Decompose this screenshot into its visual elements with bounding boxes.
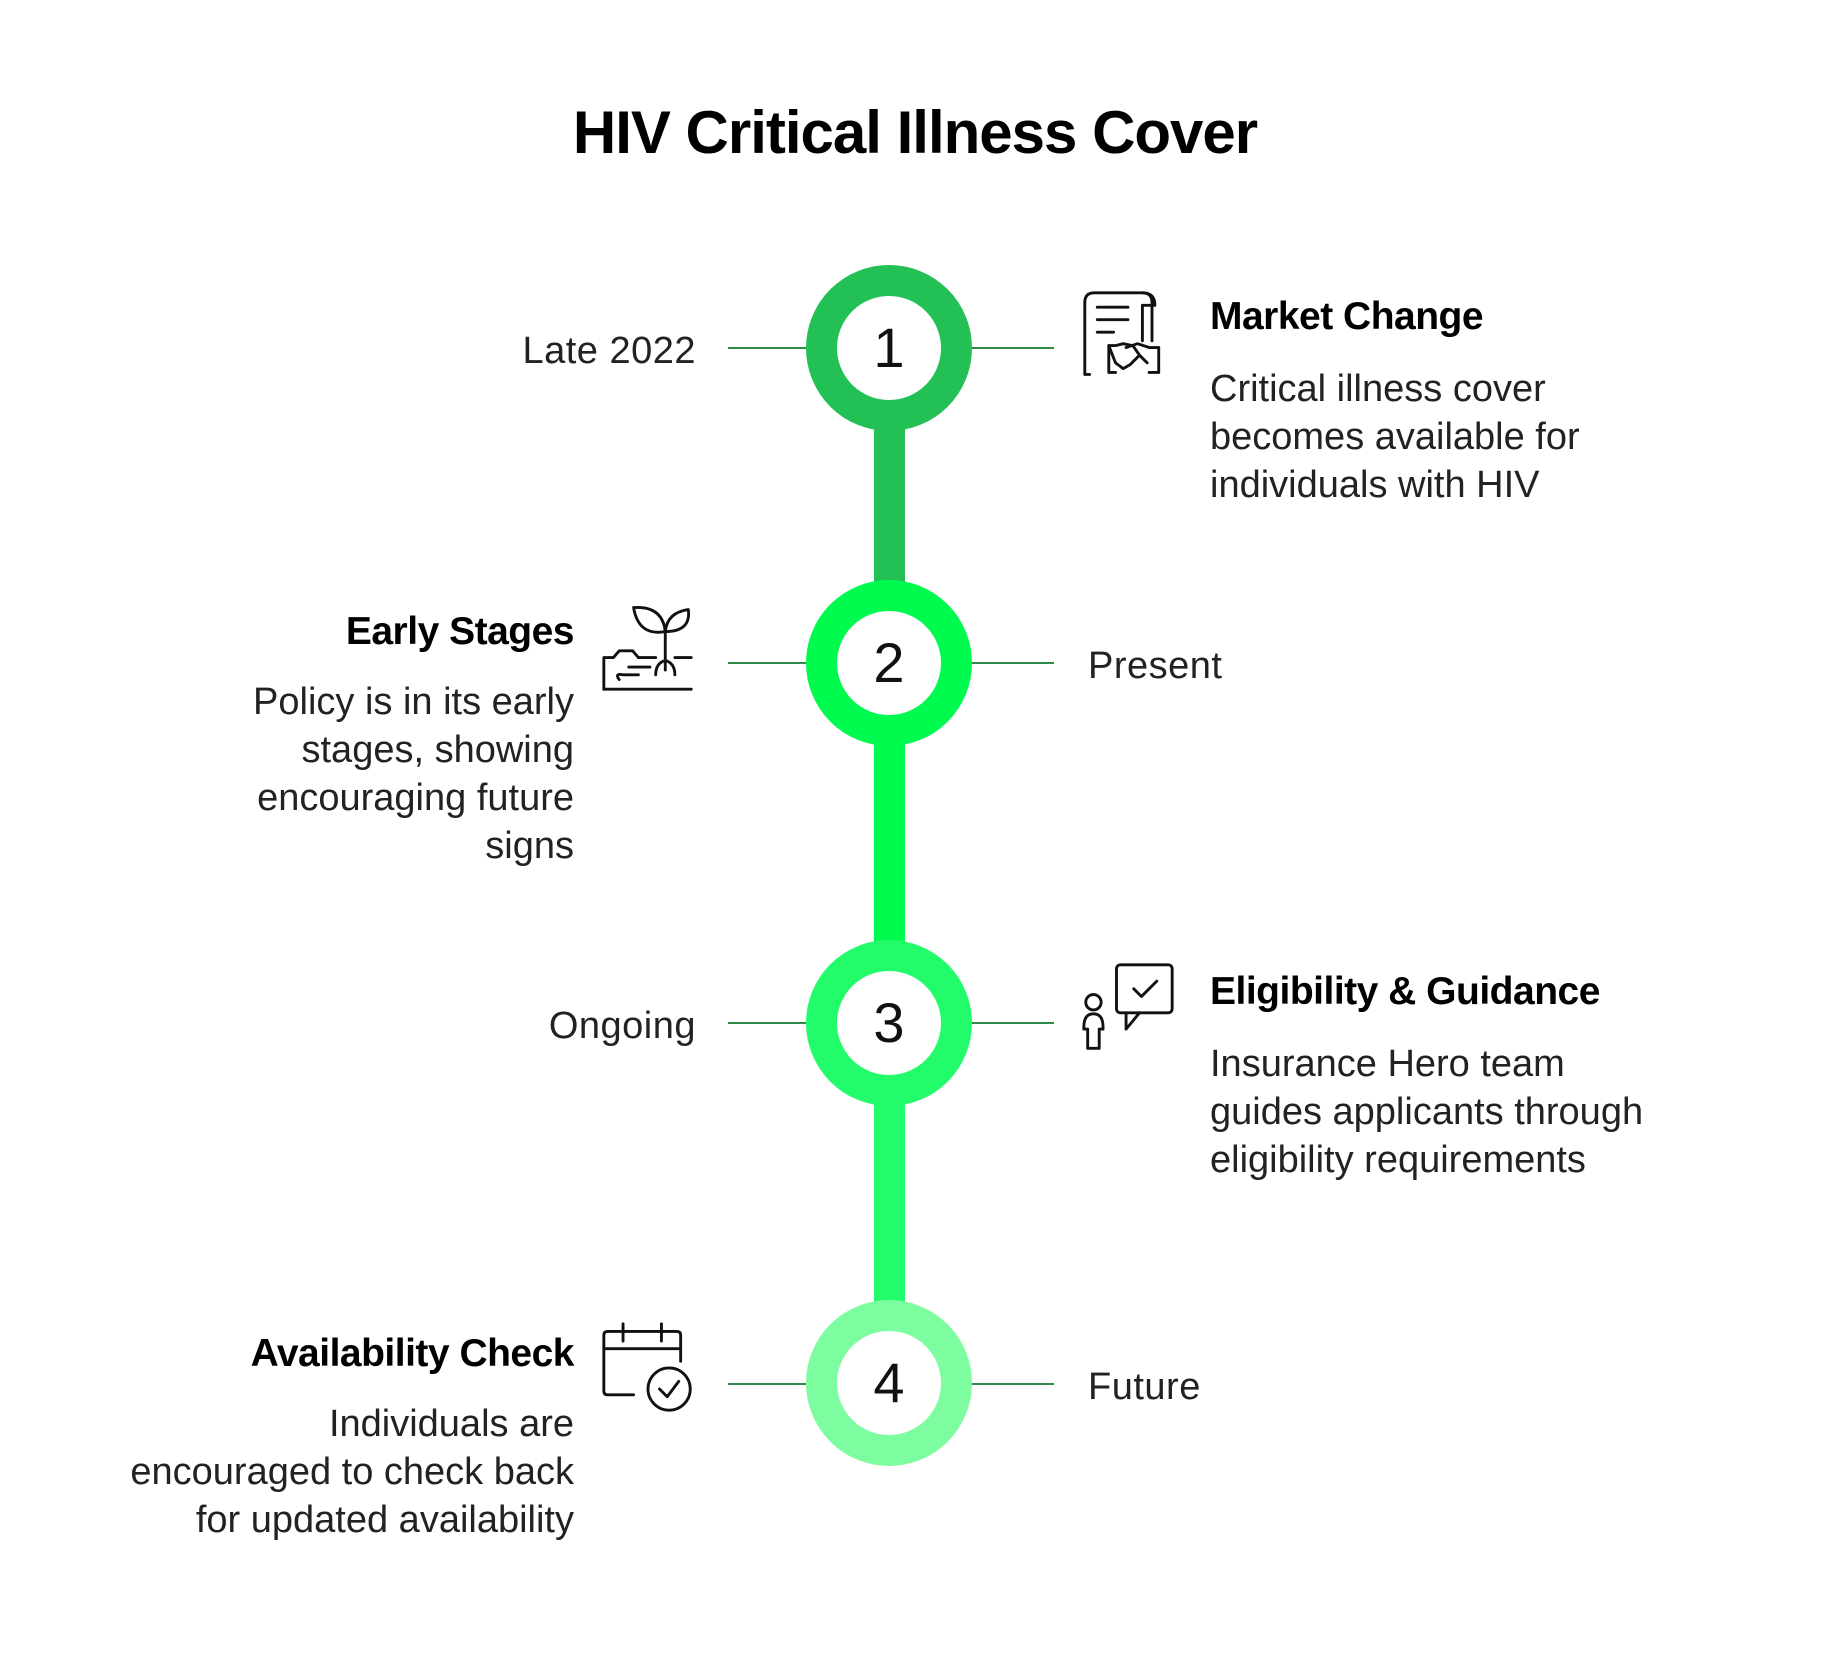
timeline-segment-2-3 [874, 740, 905, 945]
step-number: 2 [873, 631, 905, 694]
step-date: Late 2022 [522, 330, 696, 372]
step-date: Present [1088, 645, 1223, 687]
connector-line [972, 662, 1054, 664]
connector-line [972, 1022, 1054, 1024]
step-description: Individuals are encouraged to check back… [130, 1403, 574, 1541]
step-marker-1: 1 [806, 265, 972, 431]
connector-line [972, 347, 1054, 349]
connector-line [972, 1383, 1054, 1385]
step-description: Insurance Hero team guides applicants th… [1210, 1043, 1644, 1181]
sprout-icon [600, 598, 696, 694]
step-marker-3: 3 [806, 940, 972, 1106]
step-marker-4: 4 [806, 1300, 972, 1466]
timeline-segment-1-2 [874, 425, 905, 585]
page-title: HIV Critical Illness Cover [572, 99, 1258, 166]
step-number: 3 [873, 991, 905, 1054]
document-handshake-icon [1080, 288, 1176, 384]
step-heading: Availability Check [250, 1332, 575, 1375]
step-description: Policy is in its early stages, showing e… [253, 681, 574, 867]
connector-line [728, 1383, 806, 1385]
calendar-check-icon [600, 1318, 696, 1414]
step-date: Future [1088, 1366, 1201, 1408]
step-marker-2: 2 [806, 580, 972, 746]
step-heading: Eligibility & Guidance [1210, 970, 1600, 1013]
step-heading: Early Stages [345, 610, 575, 653]
connector-line [728, 347, 806, 349]
person-chat-check-icon [1080, 960, 1176, 1056]
step-heading: Market Change [1210, 295, 1484, 338]
timeline-segment-3-4 [874, 1100, 905, 1305]
connector-line [728, 662, 806, 664]
step-date: Ongoing [548, 1005, 696, 1047]
step-number: 1 [873, 316, 905, 379]
step-number: 4 [873, 1351, 905, 1414]
step-description: Critical illness cover becomes available… [1210, 368, 1580, 506]
connector-line [728, 1022, 806, 1024]
